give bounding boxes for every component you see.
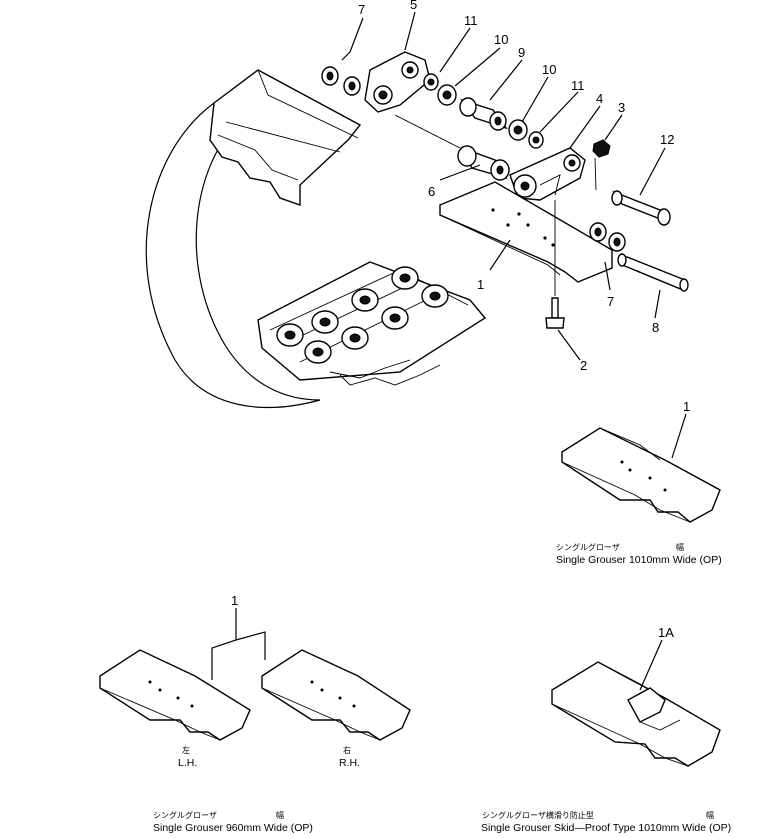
callout-11-upper: 11 xyxy=(464,13,478,28)
exploded-parts xyxy=(321,51,689,329)
callout-4: 4 xyxy=(596,91,603,106)
callout-8: 8 xyxy=(652,320,659,335)
option-shoe-1010: 1 シングルグローザ 幅 Single Grouser 1010mm Wide … xyxy=(556,399,722,566)
callout-7-upper: 7 xyxy=(358,2,365,17)
bolt-2 xyxy=(545,297,565,329)
link-5 xyxy=(364,51,431,113)
caption-skid-en: Single Grouser Skid—Proof Type 1010mm Wi… xyxy=(481,822,731,834)
callout-11-lower: 11 xyxy=(571,78,585,93)
caption-960-en: Single Grouser 960mm Wide (OP) xyxy=(153,822,313,834)
callout-labels: 7 5 11 10 9 10 11 4 3 12 6 1 7 8 2 xyxy=(358,0,674,373)
link-4 xyxy=(509,147,586,201)
callout-1-opt1010: 1 xyxy=(683,399,690,414)
option-shoe-skid-proof: 1A シングルグローザ横滑り防止型 幅 Single Grouser Skid—… xyxy=(481,625,731,834)
pin-8 xyxy=(617,253,689,292)
seal-7-upper xyxy=(321,66,361,96)
rh-jp-label: 右 xyxy=(343,745,351,755)
callout-10-lower: 10 xyxy=(542,62,556,77)
option-shoe-960: 1 左 L.H. 右 R.H. シングルグローザ 幅 Single Grouse… xyxy=(99,593,411,834)
bushing-6 xyxy=(457,145,510,181)
chain-links xyxy=(257,261,487,386)
caption-1010-jp: シングルグローザ xyxy=(556,542,620,552)
callout-6: 6 xyxy=(428,184,435,199)
shoe-1-main xyxy=(439,181,613,283)
lh-jp-label: 左 xyxy=(182,745,190,755)
callout-7-lower: 7 xyxy=(607,294,614,309)
leader-lines xyxy=(341,11,666,361)
pin-12 xyxy=(611,190,671,226)
bushing-9 xyxy=(459,97,508,131)
callout-12: 12 xyxy=(660,132,674,147)
callout-1-main: 1 xyxy=(477,277,484,292)
caption-1010-en: Single Grouser 1010mm Wide (OP) xyxy=(556,554,722,566)
callout-2: 2 xyxy=(580,358,587,373)
callout-3: 3 xyxy=(618,100,625,115)
caption-skid-width-jp: 幅 xyxy=(706,810,714,820)
callout-1-opt960: 1 xyxy=(231,593,238,608)
caption-1010-width-jp: 幅 xyxy=(676,542,684,552)
track-chain-assembly xyxy=(145,69,487,408)
callout-10-upper: 10 xyxy=(494,32,508,47)
callout-1A: 1A xyxy=(658,625,674,640)
caption-960-width-jp: 幅 xyxy=(276,810,284,820)
callout-9: 9 xyxy=(518,45,525,60)
caption-skid-jp: シングルグローザ横滑り防止型 xyxy=(482,810,594,820)
callout-5: 5 xyxy=(410,0,417,12)
nut-3 xyxy=(592,139,611,158)
caption-960-jp: シングルグローザ xyxy=(153,810,217,820)
lh-label: L.H. xyxy=(178,757,197,769)
rh-label: R.H. xyxy=(339,757,360,769)
